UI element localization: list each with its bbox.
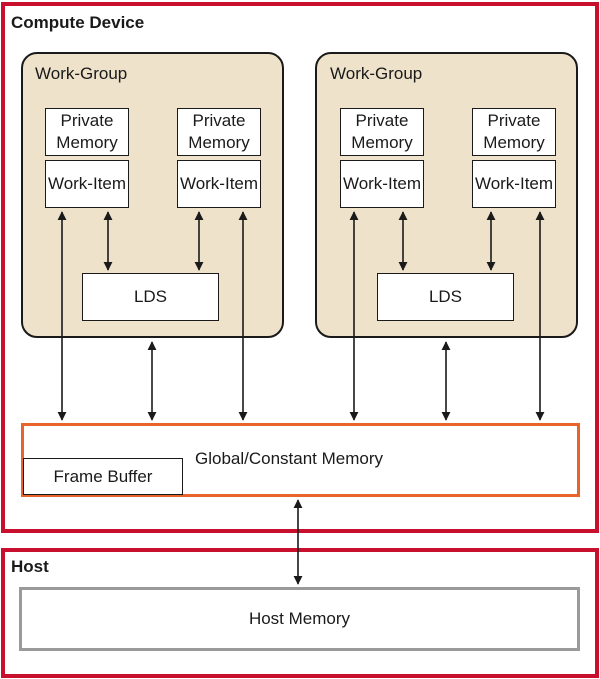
work-item-box: Work-Item: [472, 160, 556, 208]
private-memory-box: Private Memory: [340, 108, 424, 156]
work-item-box: Work-Item: [45, 160, 129, 208]
global-constant-memory-label: Global/Constant Memory: [195, 449, 384, 468]
work-item-box: Work-Item: [177, 160, 261, 208]
work-item-box: Work-Item: [340, 160, 424, 208]
private-memory-box: Private Memory: [177, 108, 261, 156]
lds-box: LDS: [82, 273, 219, 321]
private-memory-box: Private Memory: [472, 108, 556, 156]
lds-box: LDS: [377, 273, 514, 321]
host-title: Host: [11, 557, 49, 576]
work-group-1-title: Work-Group: [35, 64, 128, 83]
host-memory-box: Host Memory: [19, 587, 580, 651]
frame-buffer-box: Frame Buffer: [23, 458, 183, 495]
private-memory-box: Private Memory: [45, 108, 129, 156]
compute-device-title: Compute Device: [11, 13, 145, 32]
work-group-2-title: Work-Group: [330, 64, 423, 83]
